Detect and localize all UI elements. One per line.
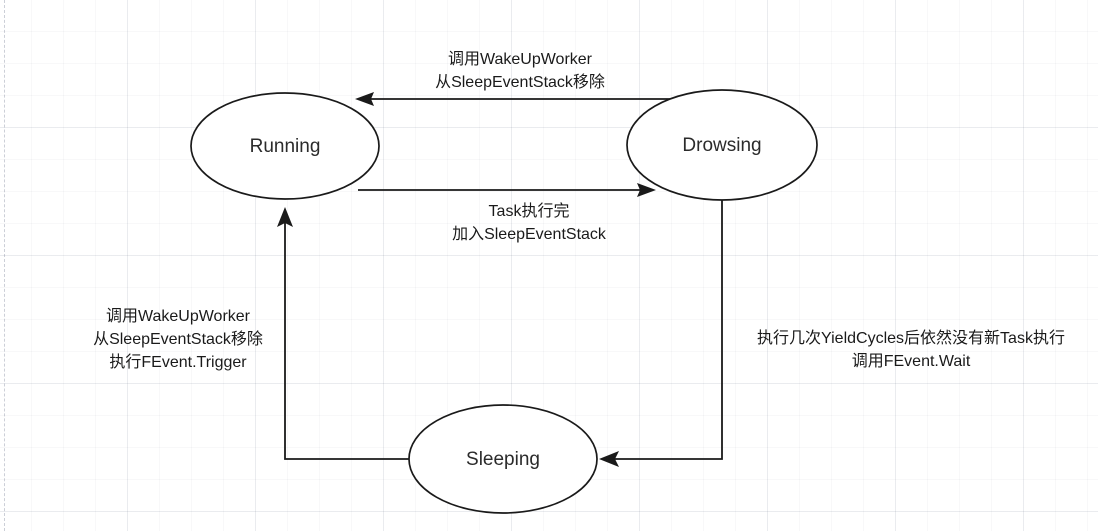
node-drowsing-label: Drowsing [682, 135, 761, 156]
node-drowsing[interactable]: Drowsing [626, 89, 818, 201]
edge-label-line: 执行FEvent.Trigger [109, 353, 247, 371]
edge-label-line: 从SleepEventStack移除 [435, 73, 605, 91]
left-margin-rule [4, 0, 5, 531]
node-sleeping-label: Sleeping [466, 449, 540, 470]
edge-label-drowsing-to-running: 调用WakeUpWorker 从SleepEventStack移除 [435, 50, 605, 91]
edge-sleeping-to-running-line [284, 214, 409, 460]
edge-drowsing-to-running [355, 92, 686, 106]
node-running-label: Running [250, 136, 321, 157]
edge-label-line: 调用FEvent.Wait [852, 352, 971, 370]
edge-label-line: 调用WakeUpWorker [106, 307, 251, 325]
edge-running-to-drowsing [358, 183, 656, 197]
edge-label-line: 调用WakeUpWorker [448, 50, 593, 68]
edge-label-line: 从SleepEventStack移除 [93, 330, 263, 348]
node-running-ellipse[interactable] [190, 92, 380, 200]
node-running[interactable]: Running [190, 92, 380, 200]
node-drowsing-ellipse[interactable] [626, 89, 818, 201]
node-sleeping-ellipse[interactable] [408, 404, 598, 514]
edge-drowsing-to-sleeping [599, 200, 723, 467]
edge-label-line: 加入SleepEventStack [452, 225, 607, 243]
edge-running-to-drowsing-arrowhead [637, 183, 656, 197]
edge-sleeping-to-running-arrowhead [277, 207, 293, 227]
edge-sleeping-to-running [277, 207, 409, 460]
edge-label-drowsing-to-sleeping: 执行几次YieldCycles后依然没有新Task执行 调用FEvent.Wai… [757, 329, 1065, 370]
edge-label-line: 执行几次YieldCycles后依然没有新Task执行 [757, 329, 1065, 347]
edge-drowsing-to-running-arrowhead [355, 92, 374, 106]
node-sleeping[interactable]: Sleeping [408, 404, 598, 514]
edge-label-sleeping-to-running: 调用WakeUpWorker 从SleepEventStack移除 执行FEve… [93, 307, 263, 371]
edge-drowsing-to-sleeping-line [605, 200, 723, 460]
edge-drowsing-to-sleeping-arrowhead [599, 451, 619, 467]
edge-label-line: Task执行完 [489, 202, 570, 220]
edge-label-running-to-drowsing: Task执行完 加入SleepEventStack [452, 202, 607, 243]
